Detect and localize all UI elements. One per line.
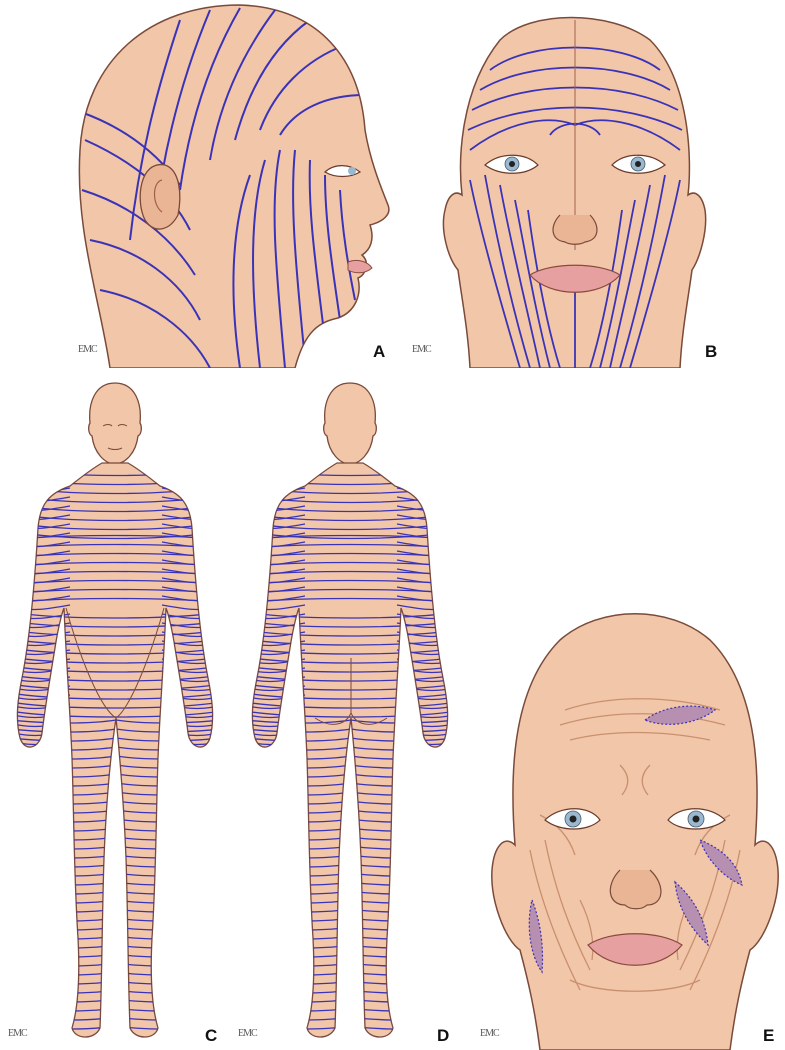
- ear: [140, 165, 180, 229]
- panel-e-face-wrinkles: EMC E: [470, 600, 785, 1050]
- head-d: [324, 383, 377, 464]
- panel-label-d: D: [437, 1026, 449, 1046]
- panel-d-body-posterior: EMC D: [235, 378, 467, 1050]
- panel-a-head-lateral: EMC A: [70, 0, 400, 368]
- aged-face-illustration: [470, 600, 785, 1050]
- skin-tension-lines-d: [235, 468, 467, 1038]
- face-frontal-illustration: [410, 0, 740, 368]
- watermark-e: EMC: [480, 1028, 499, 1039]
- nose-e: [610, 870, 661, 909]
- head-c: [89, 383, 142, 464]
- panel-c-body-anterior: EMC C: [0, 378, 232, 1050]
- panel-label-b: B: [705, 342, 717, 362]
- watermark-d: EMC: [238, 1028, 257, 1039]
- panel-b-face-frontal: EMC B: [410, 0, 740, 368]
- panel-label-e: E: [763, 1026, 774, 1046]
- skin-tension-lines-c: [0, 468, 232, 1038]
- body-anterior-illustration: [0, 378, 232, 1050]
- panel-label-a: A: [373, 342, 385, 362]
- watermark-c: EMC: [8, 1028, 27, 1039]
- watermark-b: EMC: [412, 344, 431, 355]
- watermark-a: EMC: [78, 344, 97, 355]
- nose: [553, 215, 597, 244]
- body-posterior-illustration: [235, 378, 467, 1050]
- face-e: [492, 614, 778, 1050]
- head-lateral-illustration: [70, 0, 400, 368]
- panel-label-c: C: [205, 1026, 217, 1046]
